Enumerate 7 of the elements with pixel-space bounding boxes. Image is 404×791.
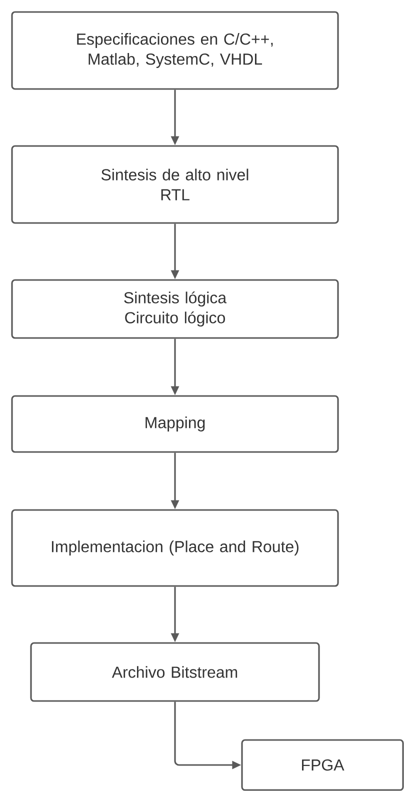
process-box: Especificaciones en C/C++, Matlab, SystemC, VHDL [11, 11, 339, 90]
process-box: Implementacion (Place and Route) [11, 509, 339, 587]
process-box: Sintesis de alto nivel RTL [11, 145, 339, 224]
process-box: Sintesis lógica Circuito lógico [11, 279, 339, 339]
process-box: Mapping [11, 395, 339, 453]
process-box: FPGA [241, 739, 404, 791]
process-box: Archivo Bitstream [30, 642, 320, 702]
